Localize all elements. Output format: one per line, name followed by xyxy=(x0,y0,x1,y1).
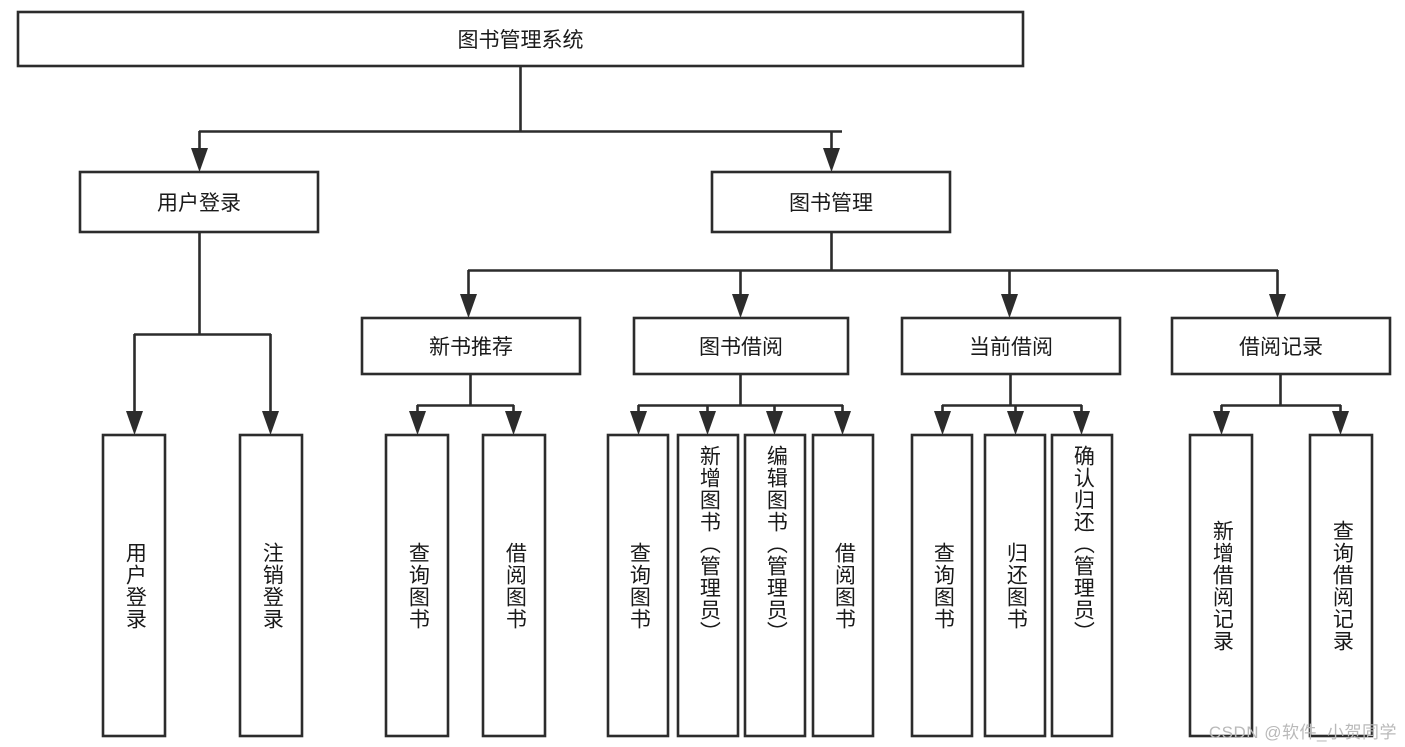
node-leaf-query-book-current[interactable] xyxy=(910,433,974,738)
node-leaf-add-borrow-record[interactable] xyxy=(1188,433,1254,738)
arrowhead-leaf-edit-book xyxy=(766,411,783,435)
arrowhead-leaf-add-record xyxy=(1213,411,1230,435)
arrowhead-leaf-borrow-book-1 xyxy=(505,411,522,435)
node-book-management[interactable] xyxy=(710,170,952,234)
arrowhead-leaf-logout xyxy=(262,411,279,435)
arrowhead-new-book-rec xyxy=(460,294,477,318)
arrowhead-leaf-query-book-2 xyxy=(630,411,647,435)
arrowhead-leaf-borrow-book-2 xyxy=(834,411,851,435)
node-leaf-edit-book-admin[interactable] xyxy=(743,433,807,738)
node-book-borrow[interactable] xyxy=(632,316,850,376)
node-leaf-query-book-borrow[interactable] xyxy=(606,433,670,738)
node-leaf-borrow-book[interactable] xyxy=(811,433,875,738)
arrowhead-borrow-record xyxy=(1269,294,1286,318)
arrowhead-leaf-return-book xyxy=(1007,411,1024,435)
arrowhead-leaf-query-record xyxy=(1332,411,1349,435)
node-borrow-record[interactable] xyxy=(1170,316,1392,376)
arrowhead-book-borrow xyxy=(732,294,749,318)
node-leaf-logout[interactable] xyxy=(238,433,304,738)
node-root[interactable] xyxy=(16,10,1025,68)
node-current-borrow[interactable] xyxy=(900,316,1122,376)
node-new-book-recommend[interactable] xyxy=(360,316,582,376)
arrowhead-user-login xyxy=(191,148,208,172)
node-leaf-query-book-recommend[interactable] xyxy=(384,433,450,738)
node-leaf-add-book-admin[interactable] xyxy=(676,433,740,738)
arrowhead-current-borrow xyxy=(1001,294,1018,318)
arrowhead-leaf-query-book-1 xyxy=(409,411,426,435)
node-leaf-query-borrow-record[interactable] xyxy=(1308,433,1374,738)
node-leaf-confirm-return-admin[interactable] xyxy=(1050,433,1114,738)
node-leaf-borrow-book-recommend[interactable] xyxy=(481,433,547,738)
node-leaf-return-book[interactable] xyxy=(983,433,1047,738)
arrowhead-leaf-user-login xyxy=(126,411,143,435)
arrowhead-leaf-confirm-return xyxy=(1073,411,1090,435)
connector-layer xyxy=(126,66,1349,435)
node-user-login[interactable] xyxy=(78,170,320,234)
box-layer xyxy=(16,10,1392,738)
arrowhead-book-mgmt xyxy=(823,148,840,172)
node-leaf-user-login[interactable] xyxy=(101,433,167,738)
arrowhead-leaf-add-book xyxy=(699,411,716,435)
arrowhead-leaf-query-book-3 xyxy=(934,411,951,435)
